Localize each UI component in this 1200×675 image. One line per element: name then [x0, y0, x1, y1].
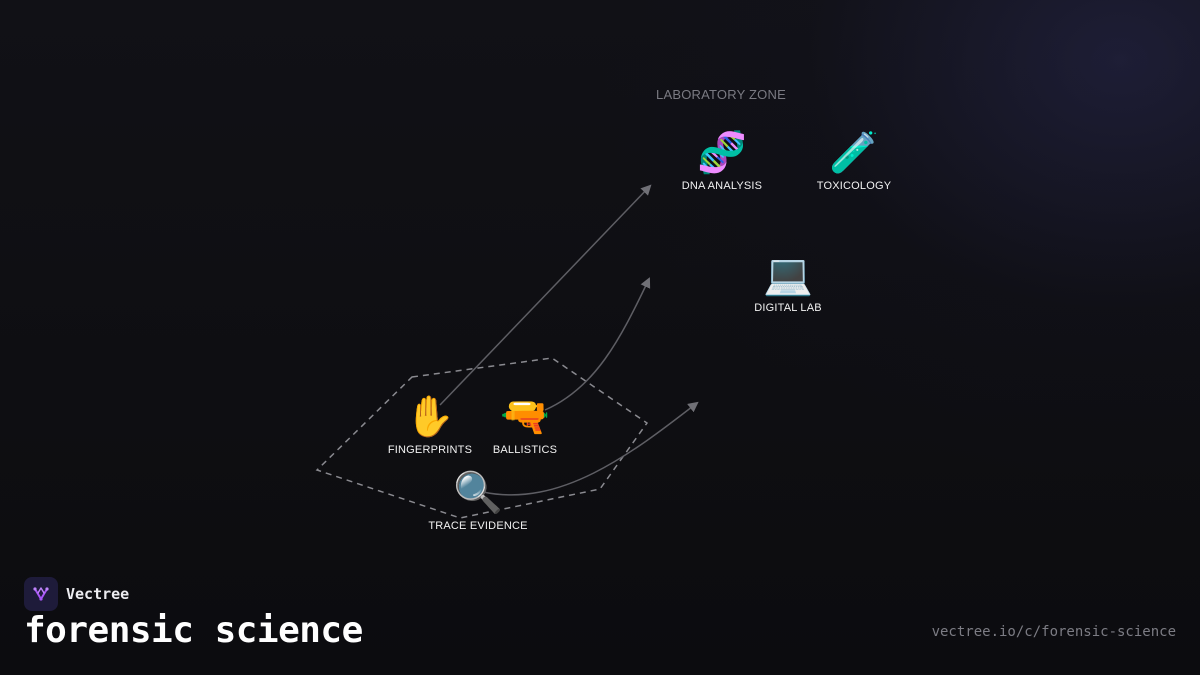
dna-icon: 🧬 — [697, 130, 747, 176]
node-label: TRACE EVIDENCE — [428, 520, 528, 532]
brand-name: Vectree — [66, 585, 130, 603]
raised-hand-icon: ✋ — [405, 394, 455, 440]
node-label: DIGITAL LAB — [754, 302, 822, 314]
node-label: FINGERPRINTS — [387, 444, 473, 456]
node-label: DNA ANALYSIS — [681, 180, 763, 192]
test-tube-icon: 🧪 — [829, 130, 879, 176]
vectree-logo-icon — [24, 577, 58, 611]
laptop-icon: 💻 — [763, 252, 813, 298]
node-digital-lab[interactable]: 💻 DIGITAL LAB — [718, 252, 858, 314]
connector-ballistics-to-lab — [544, 277, 651, 411]
page-url[interactable]: vectree.io/c/forensic-science — [931, 624, 1176, 640]
node-ballistics[interactable]: 🔫 BALLISTICS — [455, 394, 595, 456]
laboratory-zone-label: LABORATORY ZONE — [656, 87, 786, 102]
node-trace-evidence[interactable]: 🔍 TRACE EVIDENCE — [408, 470, 548, 532]
magnifying-glass-icon: 🔍 — [453, 470, 503, 516]
pistol-icon: 🔫 — [500, 394, 550, 440]
node-label: BALLISTICS — [492, 444, 558, 456]
node-fingerprints[interactable]: ✋ FINGERPRINTS — [360, 394, 500, 456]
page-title: forensic science — [24, 610, 363, 651]
connector-trace-to-digital — [482, 401, 699, 496]
node-dna-analysis[interactable]: 🧬 DNA ANALYSIS — [652, 130, 792, 192]
field-zone-outline — [315, 357, 649, 519]
brand[interactable]: Vectree — [24, 577, 129, 611]
node-toxicology[interactable]: 🧪 TOXICOLOGY — [784, 130, 924, 192]
connector-fingerprints-to-dna — [439, 184, 652, 406]
node-label: TOXICOLOGY — [816, 180, 892, 192]
